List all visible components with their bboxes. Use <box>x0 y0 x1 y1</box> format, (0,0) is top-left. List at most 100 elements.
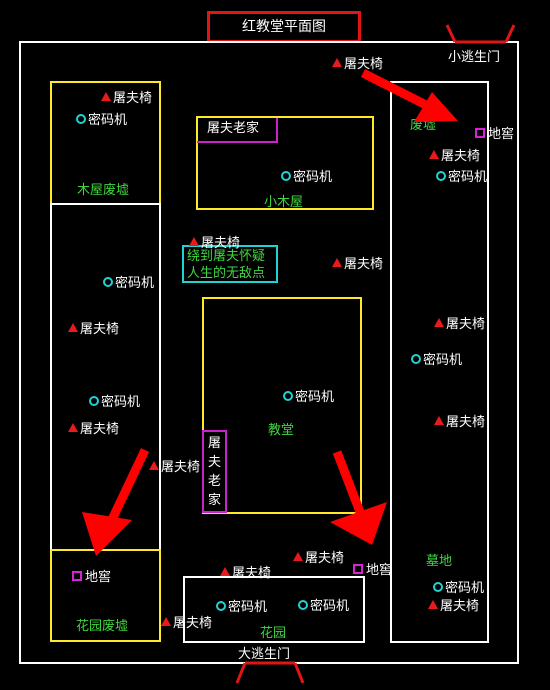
hint-line-2: 人生的无敌点 <box>187 266 266 281</box>
chair-label: 屠夫椅 <box>441 149 481 164</box>
chair-icon <box>434 318 444 327</box>
cipher-label: 密码机 <box>295 390 335 405</box>
chair-marker: 屠夫椅 <box>429 145 480 164</box>
arrow-icon <box>330 450 387 545</box>
cipher-icon <box>281 170 291 181</box>
chair-label: 屠夫椅 <box>173 616 213 631</box>
hatch-label: 地窖 <box>366 563 393 578</box>
arrow-icon <box>360 68 458 122</box>
chair-label: 屠夫椅 <box>446 415 486 430</box>
cipher-icon <box>89 395 99 406</box>
hatch-icon <box>353 563 363 574</box>
butcher-home-vertical: 屠 夫 老 家 <box>202 430 227 513</box>
chair-label: 屠夫椅 <box>344 257 384 272</box>
hatch-label: 地窖 <box>488 127 515 142</box>
hint-line-1: 绕到屠夫怀疑 <box>187 249 266 264</box>
hatch-marker: 地窖 <box>475 123 514 142</box>
chair-label: 屠夫椅 <box>344 57 384 72</box>
chair-marker: 屠夫椅 <box>332 53 383 72</box>
cipher-marker: 密码机 <box>89 391 140 410</box>
cipher-label: 密码机 <box>101 395 141 410</box>
small-exit-label: 小逃生门 <box>448 50 501 65</box>
chair-icon <box>220 567 230 576</box>
chair-marker: 屠夫椅 <box>434 313 485 332</box>
chair-label: 屠夫椅 <box>161 460 201 475</box>
garden-ruins-label: 花园废墟 <box>76 619 129 634</box>
chair-marker: 屠夫椅 <box>149 456 200 475</box>
butcher-home-top: 屠夫老家 <box>197 118 278 143</box>
chair-marker: 屠夫椅 <box>189 232 240 251</box>
chair-marker: 屠夫椅 <box>161 612 212 631</box>
big-exit-label: 大逃生门 <box>238 647 291 662</box>
chair-label: 屠夫椅 <box>446 317 486 332</box>
hatch-icon <box>475 127 485 138</box>
small-exit-gate-icon <box>445 24 516 44</box>
garden-ruins-room <box>50 549 161 642</box>
church-room <box>202 297 362 514</box>
cipher-icon <box>411 353 421 364</box>
chair-marker: 屠夫椅 <box>434 411 485 430</box>
cipher-label: 密码机 <box>445 581 485 596</box>
chair-icon <box>101 92 111 101</box>
hatch-icon <box>72 570 82 581</box>
vertical-char-3: 老 <box>207 474 221 489</box>
chair-label: 屠夫椅 <box>113 91 153 106</box>
cipher-label: 密码机 <box>448 170 488 185</box>
chair-marker: 屠夫椅 <box>220 562 271 581</box>
chair-icon <box>149 461 159 470</box>
chair-icon <box>429 150 439 159</box>
cipher-marker: 密码机 <box>76 109 127 128</box>
cipher-icon <box>436 170 446 181</box>
cipher-icon <box>216 600 226 611</box>
arrow-icon <box>82 448 150 556</box>
garden-label: 花园 <box>260 626 287 641</box>
chair-icon <box>161 617 171 626</box>
chair-marker: 屠夫椅 <box>332 253 383 272</box>
cipher-label: 密码机 <box>88 113 128 128</box>
cipher-marker: 密码机 <box>298 595 349 614</box>
chair-icon <box>293 552 303 561</box>
cipher-icon <box>283 390 293 401</box>
cipher-marker: 密码机 <box>281 166 332 185</box>
cipher-label: 密码机 <box>293 170 333 185</box>
cipher-marker: 密码机 <box>103 272 154 291</box>
cipher-icon <box>298 599 308 610</box>
hint-box: 绕到屠夫怀疑 人生的无敌点 <box>182 245 278 283</box>
wood-ruins-label: 木屋废墟 <box>77 183 130 198</box>
chair-marker: 屠夫椅 <box>68 418 119 437</box>
chair-label: 屠夫椅 <box>232 566 272 581</box>
church-label: 教堂 <box>268 423 295 438</box>
graveyard-label: 墓地 <box>426 554 453 569</box>
chair-icon <box>428 600 438 609</box>
cipher-marker: 密码机 <box>216 596 267 615</box>
cabin-label: 小木屋 <box>264 195 304 210</box>
chair-label: 屠夫椅 <box>201 236 241 251</box>
chair-marker: 屠夫椅 <box>428 595 479 614</box>
chair-icon <box>332 58 342 67</box>
vertical-char-1: 屠 <box>207 436 221 451</box>
cipher-marker: 密码机 <box>411 349 462 368</box>
chair-marker: 屠夫椅 <box>101 87 152 106</box>
cipher-icon <box>103 276 113 287</box>
vertical-char-4: 家 <box>207 493 221 508</box>
chair-icon <box>68 423 78 432</box>
cipher-marker: 密码机 <box>283 386 334 405</box>
cipher-icon <box>433 581 443 592</box>
cipher-label: 密码机 <box>115 276 155 291</box>
chair-icon <box>332 258 342 267</box>
cipher-marker: 密码机 <box>433 577 484 596</box>
chair-icon <box>189 237 199 246</box>
chair-label: 屠夫椅 <box>440 599 480 614</box>
chair-label: 屠夫椅 <box>80 422 120 437</box>
chair-marker: 屠夫椅 <box>68 318 119 337</box>
garden-room <box>183 576 365 643</box>
vertical-char-2: 夫 <box>207 455 221 470</box>
cipher-label: 密码机 <box>423 353 463 368</box>
right-column <box>390 81 489 643</box>
cipher-icon <box>76 113 86 124</box>
chair-marker: 屠夫椅 <box>293 547 344 566</box>
hatch-marker: 地窖 <box>72 566 111 585</box>
hatch-marker: 地窖 <box>353 559 392 578</box>
chair-label: 屠夫椅 <box>80 322 120 337</box>
